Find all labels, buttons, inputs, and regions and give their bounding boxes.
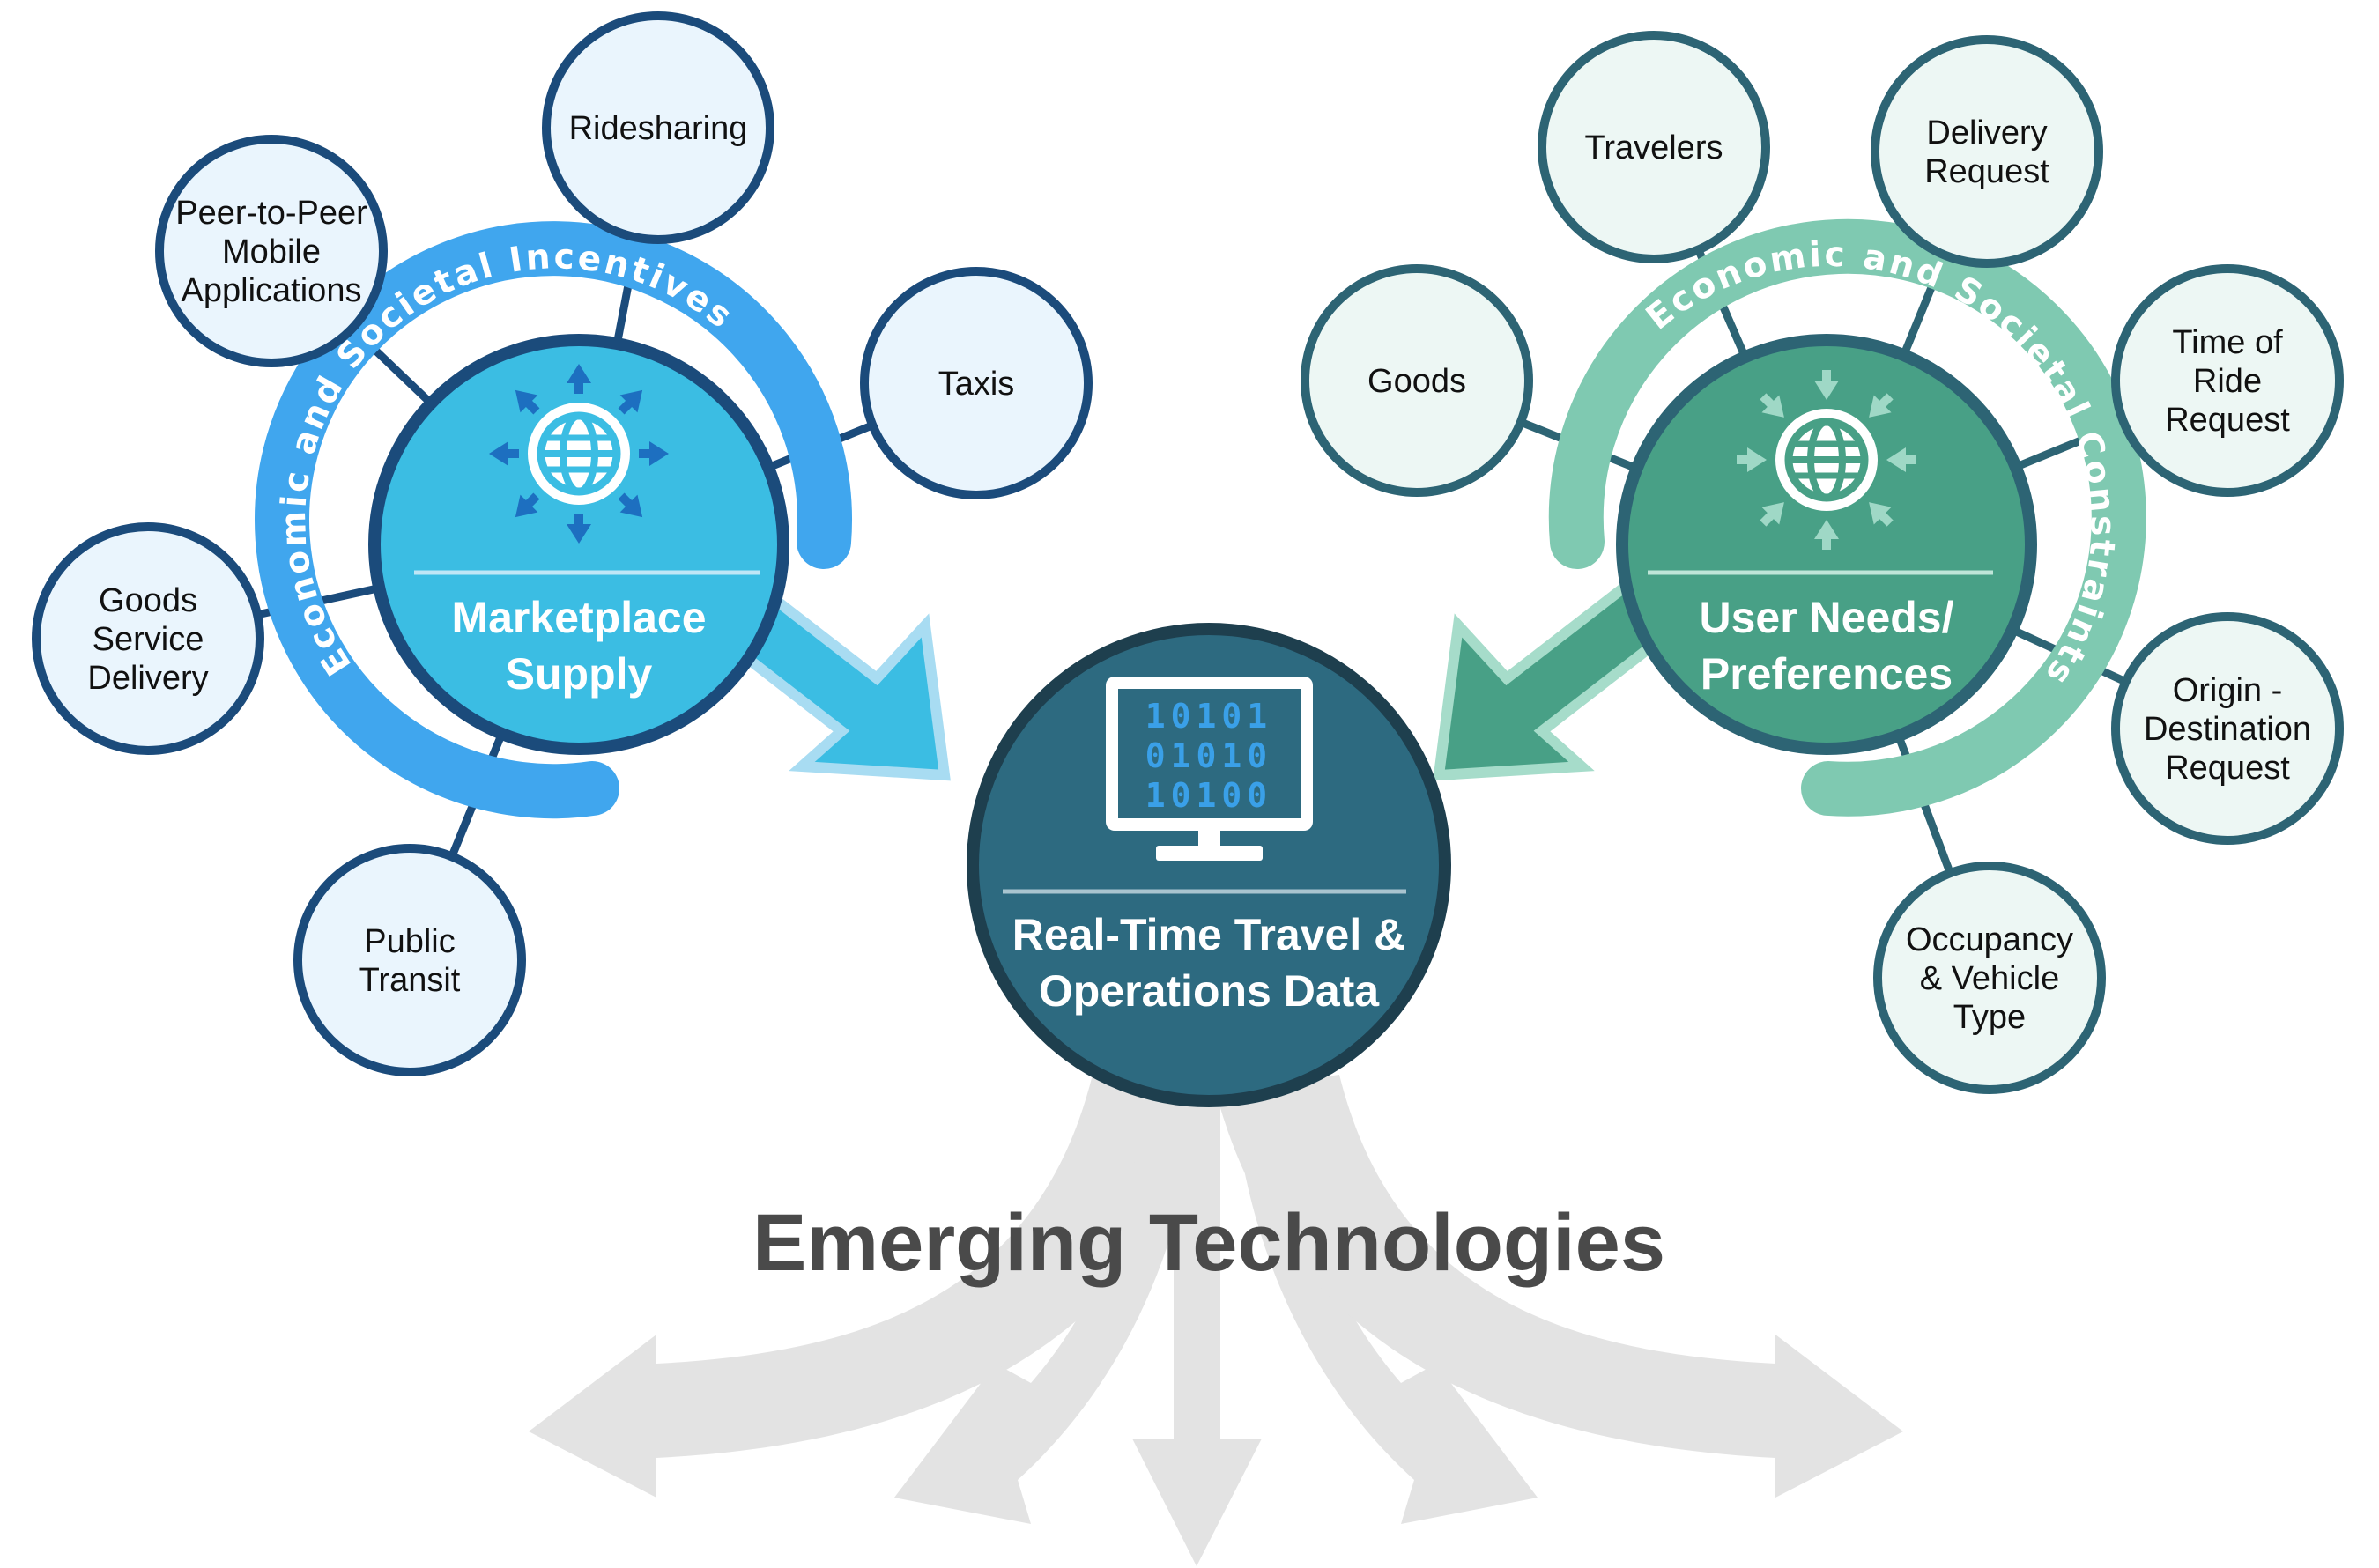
center-hub-line2: Operations Data <box>1039 966 1380 1016</box>
demand-hub-line1: User Needs/ <box>1699 593 1953 642</box>
supply-node-label: Mobile <box>222 233 321 270</box>
user-needs-hub: User Needs/ Preferences <box>1616 334 2037 755</box>
demand-node: Travelers <box>1538 31 1770 263</box>
demand-node-label: Type <box>1953 999 2026 1036</box>
supply-node-label: Public <box>364 923 456 960</box>
demand-node-label: Occupancy <box>1906 921 2073 958</box>
demand-node-label: Request <box>2165 402 2290 439</box>
binary-row-3: 10100 <box>1145 776 1272 815</box>
demand-hub-line2: Preferences <box>1701 649 1953 699</box>
gray-arrow-left <box>894 1092 1198 1524</box>
demand-node-label: & Vehicle <box>1920 960 2059 997</box>
demand-node-label: Origin - <box>2173 672 2283 709</box>
constraints-arc <box>1548 218 2146 817</box>
supply-node-label: Service <box>93 621 204 658</box>
supply-node-label: Applications <box>182 272 362 309</box>
supply-node-label: Ridesharing <box>569 110 748 147</box>
demand-node-label: Goods <box>1367 363 1466 400</box>
gray-arrow-right <box>1234 1092 1538 1524</box>
supply-nodes: RidesharingPeer-to-PeerMobileApplication… <box>32 11 1093 1076</box>
supply-node-circle <box>860 267 1093 499</box>
demand-node-circle <box>1538 31 1770 263</box>
page-title: Emerging Technologies <box>752 1198 1665 1288</box>
demand-node-label: Destination <box>2144 711 2311 748</box>
globe-expand-icon <box>489 364 669 544</box>
demand-node-label: Time of <box>2172 324 2283 361</box>
demand-node-circle <box>1871 35 2103 268</box>
binary-row-1: 10101 <box>1145 697 1272 736</box>
demand-node-circle <box>2111 612 2344 845</box>
demand-node-circle <box>2111 264 2344 497</box>
gray-arrow-far-left <box>529 1075 1216 1498</box>
gray-arrow-center <box>1132 1101 1262 1566</box>
emerging-technologies-arrows <box>529 1075 1903 1566</box>
demand-node-label: Delivery <box>1926 115 2047 152</box>
demand-node-label: Travelers <box>1585 129 1723 166</box>
supply-node-circle <box>293 844 526 1076</box>
binary-row-2: 01010 <box>1145 736 1272 775</box>
supply-hub-line1: Marketplace <box>451 593 706 642</box>
supply-hub-line2: Supply <box>506 649 653 699</box>
supply-node-label: Delivery <box>87 660 208 697</box>
incentives-arc <box>255 221 852 819</box>
demand-node-circle <box>1301 264 1533 497</box>
supply-node: Ridesharing <box>542 11 774 244</box>
center-hub-line1: Real-Time Travel & <box>1012 910 1406 959</box>
globe-converge-icon <box>1737 370 1916 550</box>
supply-node-circle <box>155 135 388 367</box>
demand-node-label: Ride <box>2193 363 2262 400</box>
monitor-icon: 10101 01010 10100 <box>1106 677 1313 861</box>
supply-node-label: Peer-to-Peer <box>175 195 367 232</box>
realtime-data-hub: 10101 01010 10100 Real-Time Travel & Ope… <box>967 623 1451 1107</box>
demand-node-label: Request <box>2165 750 2290 787</box>
supply-node-label: Transit <box>359 962 461 999</box>
supply-node-circle <box>32 522 264 755</box>
demand-node: Goods <box>1301 264 1533 497</box>
marketplace-supply-hub: Marketplace Supply <box>368 334 789 755</box>
supply-node-label: Goods <box>99 582 197 619</box>
supply-node: Taxis <box>860 267 1093 499</box>
supply-node-circle <box>542 11 774 244</box>
gray-arrow-far-right <box>1216 1075 1903 1498</box>
demand-node-label: Request <box>1924 153 2049 190</box>
demand-node-circle <box>1873 862 2106 1094</box>
supply-node-label: Taxis <box>938 366 1015 403</box>
